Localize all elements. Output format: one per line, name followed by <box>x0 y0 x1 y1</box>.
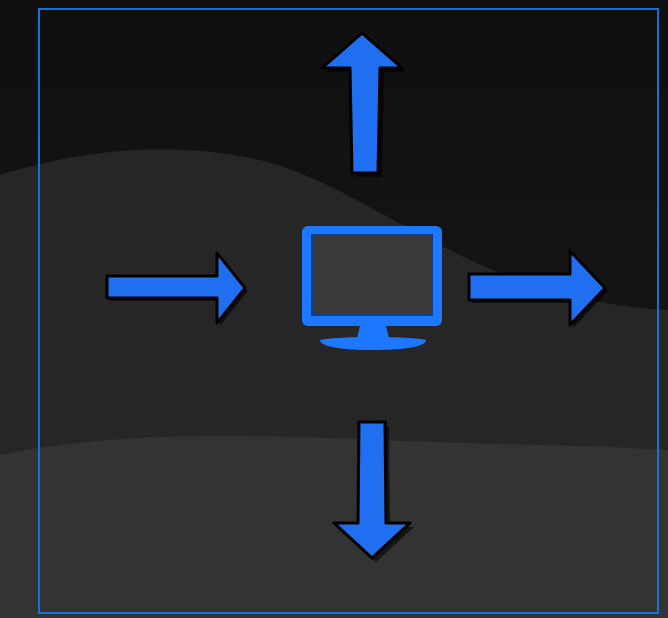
arrow-up-icon <box>320 31 406 177</box>
arrow-right-icon <box>105 251 248 326</box>
display-frame <box>38 8 659 614</box>
arrow-down-icon <box>332 420 414 562</box>
arrow-right-icon <box>467 249 608 328</box>
background-hill-front <box>0 435 668 618</box>
monitor-icon <box>302 226 442 350</box>
